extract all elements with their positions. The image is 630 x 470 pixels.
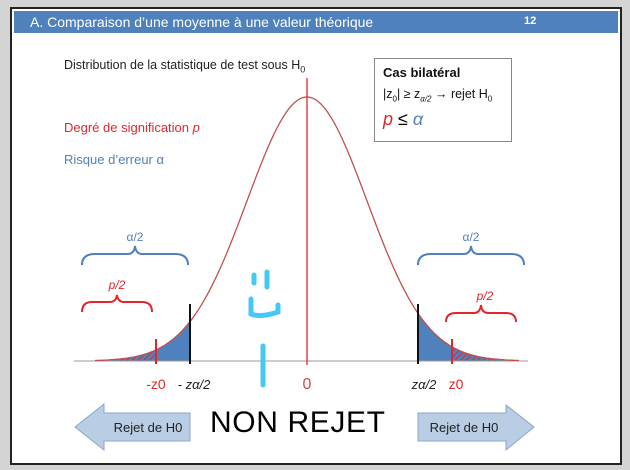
r-f: 0 — [487, 94, 493, 104]
right-alpha-brace — [417, 245, 525, 266]
subtitle-text: Distribution de la statistique de test s… — [64, 58, 301, 72]
left-reject-arrow — [74, 402, 191, 452]
subtitle-subscript: 0 — [300, 64, 306, 75]
right-alpha-label: α/2 — [463, 230, 480, 244]
right-p-label: p/2 — [476, 289, 494, 303]
r-b: 0 — [392, 94, 397, 104]
r-a: |z — [383, 87, 393, 101]
z0-label: z0 — [449, 376, 464, 392]
left-p-tail — [95, 349, 156, 361]
left-alpha-label: α/2 — [127, 230, 144, 244]
legend-p-var: p — [192, 120, 200, 135]
chart-subtitle: Distribution de la statistique de test s… — [64, 58, 305, 75]
left-p-label: p/2 — [108, 278, 126, 292]
slide-title: A. Comparaison d’une moyenne à une valeu… — [30, 14, 374, 30]
legend-alpha: Risque d’erreur α — [64, 152, 165, 167]
minus-zcrit-label: - zα/2 — [178, 377, 211, 392]
zcrit-label: zα/2 — [411, 377, 438, 392]
right-alpha-tail — [418, 313, 520, 361]
left-alpha-brace — [81, 245, 189, 266]
left-reject-label: Rejet de H0 — [114, 420, 183, 435]
legend-p: Degré de signification p — [64, 120, 200, 135]
cond-le: ≤ — [393, 109, 413, 129]
slide-header: A. Comparaison d’une moyenne à une valeu… — [14, 11, 618, 33]
right-reject-label: Rejet de H0 — [430, 420, 499, 435]
rule-box-condition: p ≤ α — [383, 109, 423, 130]
minus-z0-label: -z0 — [146, 376, 166, 392]
rule-box-rule: |z0| ≥ zα/2 → rejet H0 — [383, 87, 492, 104]
legend-p-label: Degré de signification — [64, 120, 193, 135]
right-reject-arrow — [417, 403, 535, 452]
r-d: α/2 — [420, 94, 432, 104]
slide: A. Comparaison d’une moyenne à une valeu… — [10, 7, 622, 465]
r-e: → rejet H — [431, 87, 488, 101]
cond-alpha: α — [412, 109, 424, 129]
handwritten-non-rejet: NON REJET — [210, 406, 385, 439]
right-p-tail — [452, 346, 520, 361]
rule-box-title: Cas bilatéral — [383, 65, 461, 80]
rule-box: Cas bilatéral |z0| ≥ zα/2 → rejet H0 p ≤… — [374, 58, 512, 142]
smiley-drawing — [248, 269, 281, 388]
cond-p: p — [383, 109, 394, 129]
right-p-brace — [445, 304, 517, 323]
left-alpha-tail — [95, 321, 190, 361]
zero-label: 0 — [303, 376, 312, 393]
page-number: 12 — [524, 15, 537, 27]
left-p-brace — [81, 294, 153, 313]
r-c: | ≥ z — [396, 87, 421, 101]
